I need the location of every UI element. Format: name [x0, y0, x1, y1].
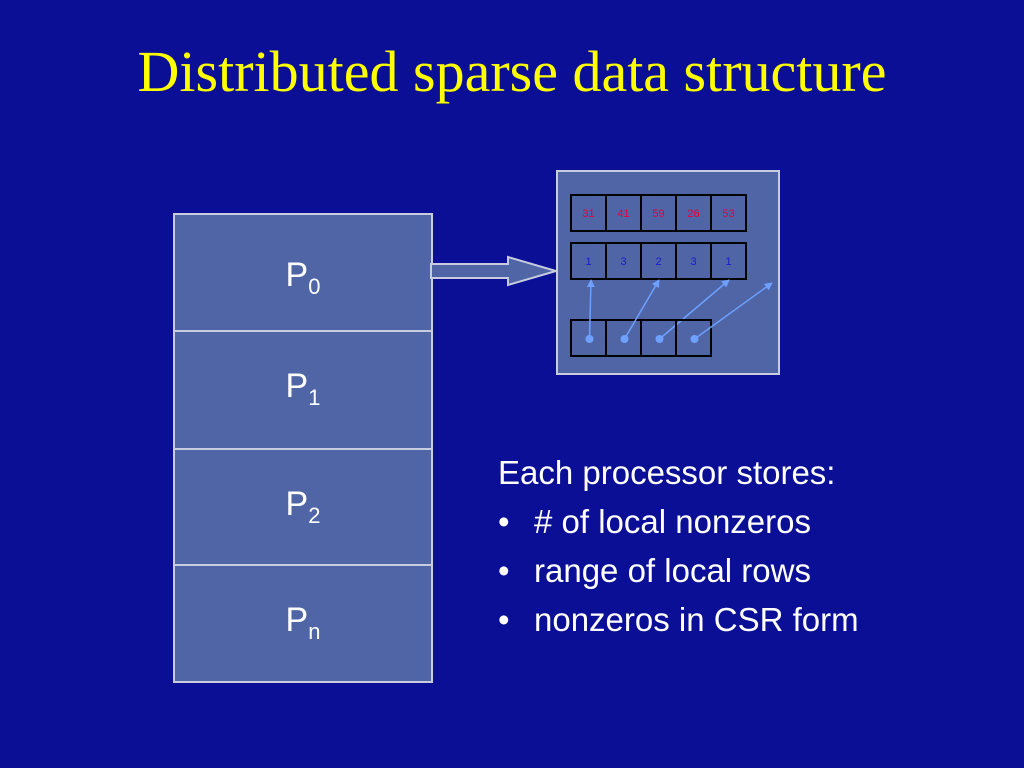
csr-column-index-text: 3	[690, 256, 696, 268]
csr-values-row: 31 41 59 26 53	[570, 194, 747, 232]
csr-column-index-text: 3	[620, 256, 626, 268]
csr-value-text: 26	[687, 208, 699, 220]
processor-block-2: P2	[175, 448, 431, 564]
csr-value-text: 53	[722, 208, 734, 220]
csr-column-index-cell	[710, 242, 747, 280]
processor-label-1: P1	[285, 367, 321, 410]
csr-row-pointer-dot	[690, 335, 699, 343]
processor-block-n: Pn	[175, 564, 431, 681]
processor-label-2: P2	[285, 485, 321, 528]
processor-block-1: P1	[175, 330, 431, 448]
csr-row-pointer-arrow	[694, 282, 773, 340]
description-list: Each processor stores: •# of local nonze…	[498, 448, 859, 644]
csr-value-text: 31	[582, 208, 594, 220]
csr-column-index-text: 1	[585, 256, 591, 268]
csr-column-index-text: 2	[655, 256, 661, 268]
processor-label-n: Pn	[285, 601, 321, 644]
csr-row-pointer-dot	[655, 335, 664, 343]
csr-value-text: 41	[617, 208, 629, 220]
csr-row-pointers-row	[570, 279, 773, 357]
csr-row-pointer-cell	[675, 319, 712, 357]
description-item: •nonzeros in CSR form	[498, 601, 859, 638]
processor-block-0: P0	[175, 215, 431, 330]
csr-row-pointer-arrow	[623, 279, 660, 340]
processor-stack: P0 P1 P2 Pn	[173, 213, 433, 683]
slide-title: Distributed sparse data structure	[137, 39, 887, 104]
description-heading: Each processor stores:	[498, 454, 836, 491]
csr-column-indices-row: 1 3 2 3 1	[570, 242, 747, 280]
csr-column-index-text: 1	[725, 256, 731, 268]
csr-row-pointer-arrow	[586, 279, 595, 340]
csr-row-pointer-dot	[585, 335, 594, 343]
csr-row-pointer-arrow	[659, 279, 730, 340]
description-item: •# of local nonzeros	[498, 503, 812, 540]
csr-value-cell	[710, 194, 747, 232]
csr-value-text: 59	[652, 208, 664, 220]
description-item: •range of local rows	[498, 552, 811, 589]
processor-label-0: P0	[285, 256, 321, 299]
csr-row-pointer-dot	[620, 335, 629, 343]
csr-panel	[556, 170, 780, 375]
processor-to-csr-arrow	[430, 255, 560, 287]
